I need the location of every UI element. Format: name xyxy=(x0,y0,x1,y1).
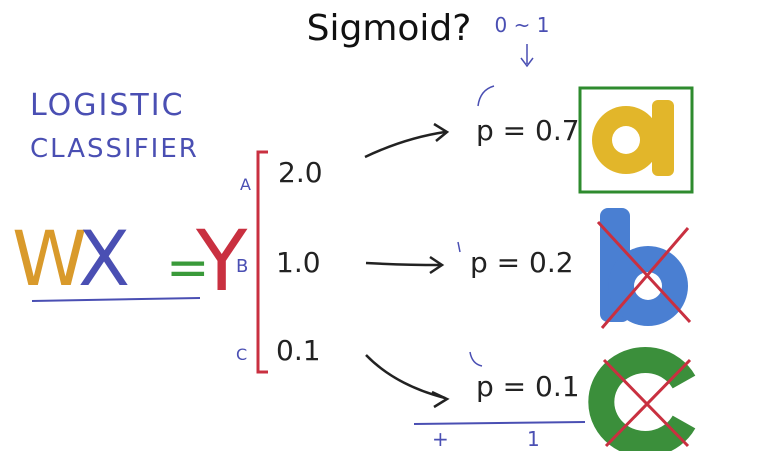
letter-c-image xyxy=(601,360,684,444)
annotation-tick-c xyxy=(470,352,482,366)
arrow-a xyxy=(365,132,445,157)
input-symbol: X xyxy=(78,214,130,303)
score-a: 2.0 xyxy=(278,156,323,189)
range-annotation: 0 ~ 1 xyxy=(495,13,550,37)
logistic-label: LOGISTIC xyxy=(30,88,185,123)
annotation-tick-b xyxy=(458,242,460,252)
probability-c: p = 0.1 xyxy=(476,370,580,403)
score-c: 0.1 xyxy=(276,334,321,367)
probability-axis xyxy=(414,422,585,424)
vector-bracket xyxy=(258,152,268,372)
letter-a-image xyxy=(592,100,674,176)
annotation-tick-a xyxy=(478,86,494,106)
letter-b-image xyxy=(600,208,688,326)
axis-right-label: 1 xyxy=(527,427,540,451)
arrow-b xyxy=(366,263,440,265)
weights-symbol: W xyxy=(12,214,87,303)
probability-b: p = 0.2 xyxy=(470,246,574,279)
axis-left-label: + xyxy=(432,427,449,451)
classifier-label: CLASSIFIER xyxy=(30,134,199,164)
score-b: 1.0 xyxy=(276,246,321,279)
row-label-c: C xyxy=(236,345,247,364)
row-label-b: B xyxy=(236,256,248,277)
down-arrow xyxy=(521,44,533,66)
row-label-a: A xyxy=(240,175,251,194)
probability-a: p = 0.7 xyxy=(476,114,580,147)
